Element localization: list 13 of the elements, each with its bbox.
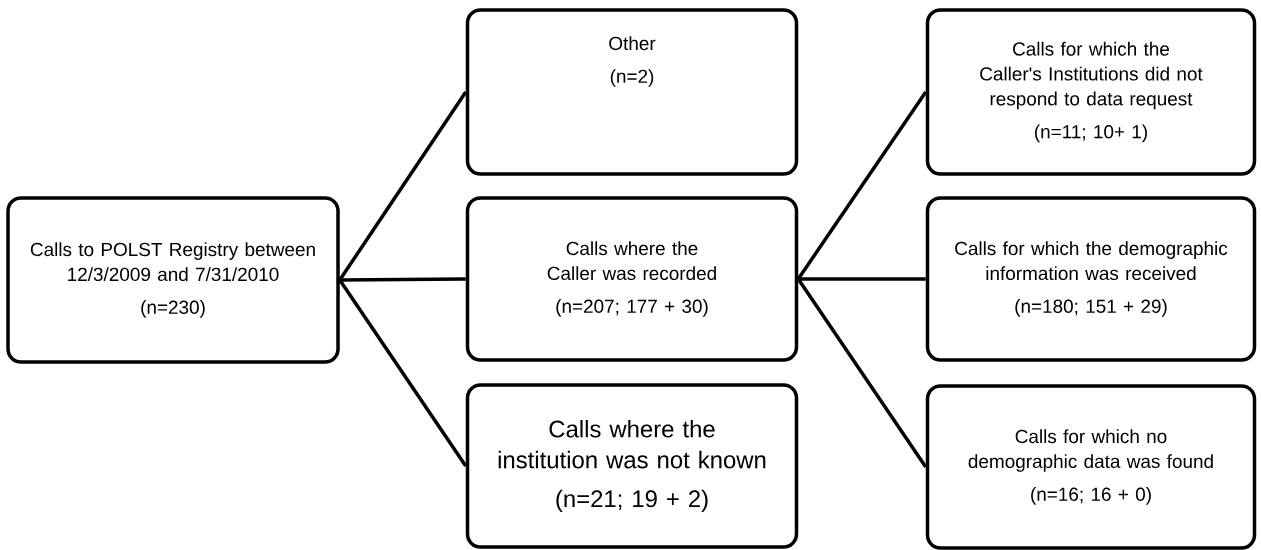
process-box: Calls to POLST Registry between 12/3/2009 and 7/31/2010 (n=230) [6, 196, 340, 364]
connector-line [796, 91, 928, 280]
process-box: Calls where the institution was not known (n=21; 19 + 2) [465, 383, 799, 549]
connector-line [798, 277, 926, 281]
connector-line [338, 279, 468, 467]
connector-line [339, 277, 466, 282]
process-box: Calls for which no demographic data was found (n=16; 16 + 0) [925, 384, 1257, 550]
connector-line [796, 278, 928, 468]
process-box: Calls where the Caller was recorded (n=207; 177 + 30) [465, 196, 799, 362]
process-box: Calls for which the demographic information was received (n=180; 151 + 29) [925, 196, 1257, 362]
process-box: Calls for which the Caller's Institutions did not respond to data request (n=11; 10+ 1) [925, 8, 1257, 176]
process-box: Other (n=2) [465, 8, 799, 176]
connector-line [338, 91, 468, 281]
